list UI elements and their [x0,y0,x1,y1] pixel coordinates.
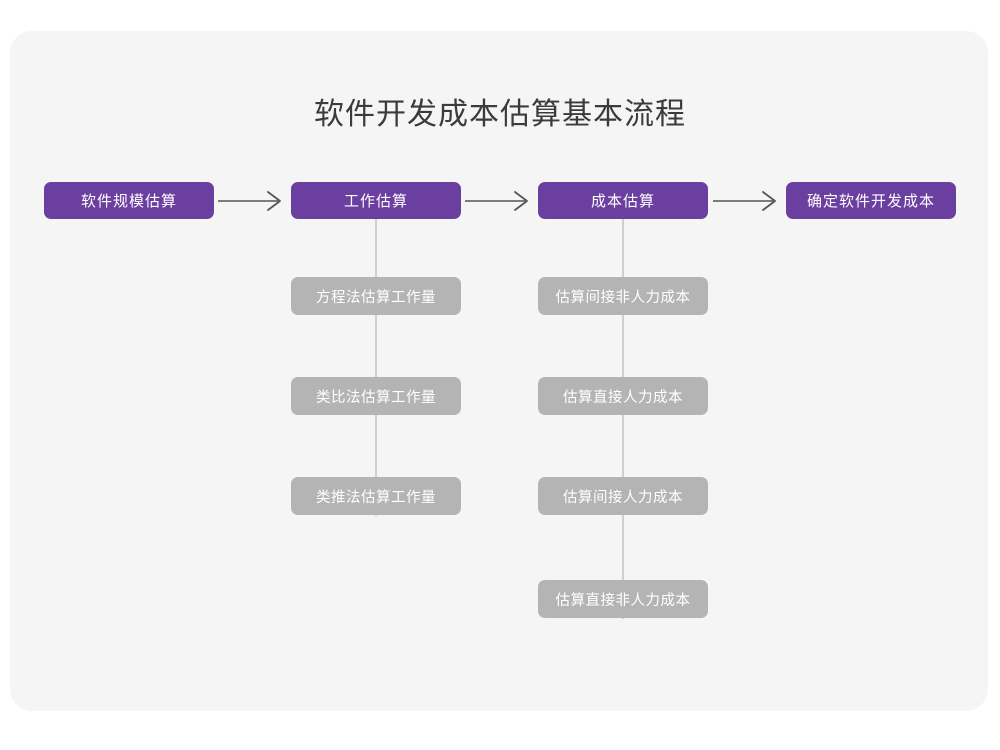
flow-arrow-icon-3 [711,187,787,215]
substep-box-direct-nonlabor-cost[interactable]: 估算直接非人力成本 [538,580,708,618]
stage-box-work-estimation[interactable]: 工作估算 [291,182,461,219]
substep-box-inference-method-workload[interactable]: 类推法估算工作量 [291,477,461,515]
stage-column-2: 工作估算 [291,182,461,219]
flow-arrow-icon-1 [216,187,292,215]
stage-box-cost-estimation[interactable]: 成本估算 [538,182,708,219]
substep-box-indirect-labor-cost[interactable]: 估算间接人力成本 [538,477,708,515]
flow-arrow-icon-2 [463,187,539,215]
diagram-card-surface [10,31,988,711]
substep-box-indirect-nonlabor-cost[interactable]: 估算间接非人力成本 [538,277,708,315]
stage-box-determine-development-cost[interactable]: 确定软件开发成本 [786,182,956,219]
substep-box-analogy-method-workload[interactable]: 类比法估算工作量 [291,377,461,415]
connector-line-work-estimation [375,216,377,516]
stage-column-4: 确定软件开发成本 [786,182,956,219]
stage-column-3: 成本估算 [538,182,708,219]
substep-box-equation-method-workload[interactable]: 方程法估算工作量 [291,277,461,315]
connector-line-cost-estimation [622,216,624,619]
stage-column-1: 软件规模估算 [44,182,214,219]
stage-box-software-scale-estimation[interactable]: 软件规模估算 [44,182,214,219]
page-title: 软件开发成本估算基本流程 [314,98,686,131]
substep-box-direct-labor-cost[interactable]: 估算直接人力成本 [538,377,708,415]
